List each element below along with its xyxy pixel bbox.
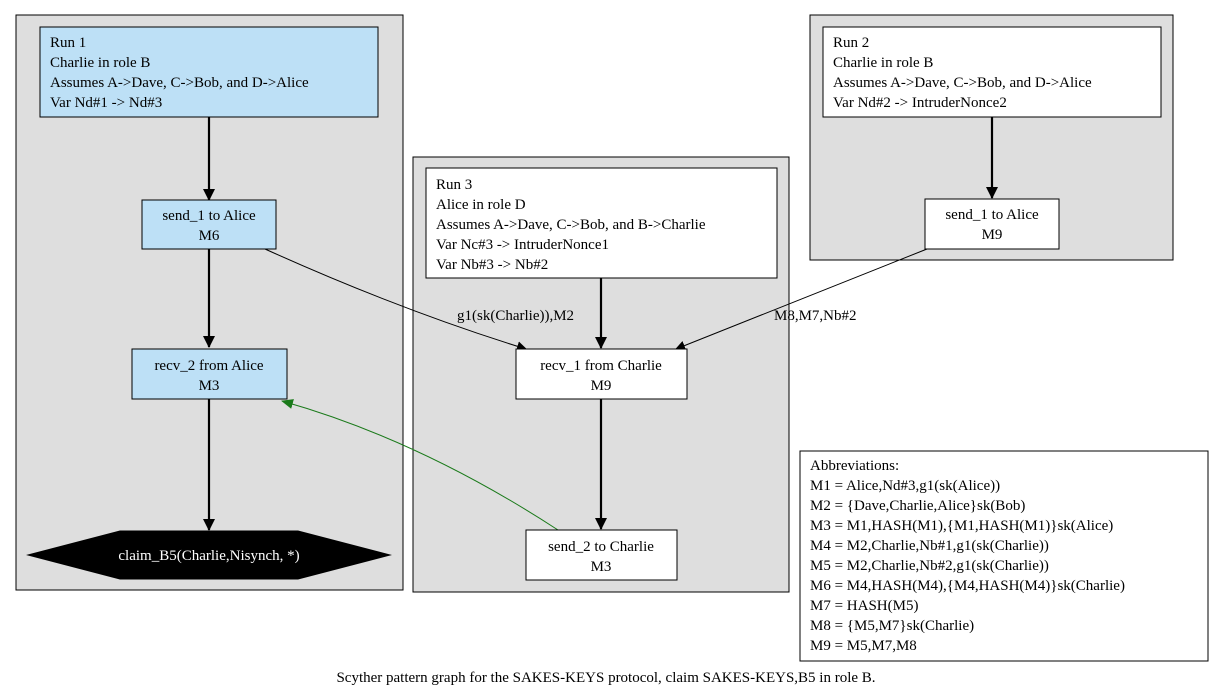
run1-send1-msg: M6 xyxy=(199,228,220,244)
run2-var: Var Nd#2 -> IntruderNonce2 xyxy=(833,95,1007,111)
run1-assumes: Assumes A->Dave, C->Bob, and D->Alice xyxy=(50,75,309,91)
run2-send1-label: send_1 to Alice xyxy=(945,207,1039,223)
run1-role: Charlie in role B xyxy=(50,55,150,71)
run3-var-nc: Var Nc#3 -> IntruderNonce1 xyxy=(436,237,609,253)
abbreviation-m8: M8 = {M5,M7}sk(Charlie) xyxy=(810,618,974,634)
run2-assumes: Assumes A->Dave, C->Bob, and D->Alice xyxy=(833,75,1092,91)
run3-recv1-label: recv_1 from Charlie xyxy=(540,358,662,374)
run3-header-node xyxy=(425,167,778,279)
run1-var: Var Nd#1 -> Nd#3 xyxy=(50,95,162,111)
run3-send2-label: send_2 to Charlie xyxy=(548,539,654,555)
abbreviation-m2: M2 = {Dave,Charlie,Alice}sk(Bob) xyxy=(810,498,1025,514)
run1-recv2-node xyxy=(131,348,288,400)
run1-claim-label: claim_B5(Charlie,Nisynch, *) xyxy=(118,548,299,564)
run3-title: Run 3 xyxy=(436,177,472,193)
run3-send2-node xyxy=(525,529,678,581)
edge-label-g1-m2: g1(sk(Charlie)),M2 xyxy=(457,308,574,324)
run1-recv2-label: recv_2 from Alice xyxy=(154,358,263,374)
abbreviation-m1: M1 = Alice,Nd#3,g1(sk(Alice)) xyxy=(810,478,1000,494)
run3-recv1-msg: M9 xyxy=(591,378,612,394)
run2-send1-node xyxy=(924,198,1060,250)
run2-header-node xyxy=(822,26,1162,118)
graph-caption: Scyther pattern graph for the SAKES-KEYS… xyxy=(336,670,875,686)
run1-title: Run 1 xyxy=(50,35,86,51)
edge-label-m8-m7-nb2: M8,M7,Nb#2 xyxy=(774,308,857,324)
abbreviations-box xyxy=(799,450,1209,662)
abbreviation-m5: M5 = M2,Charlie,Nb#2,g1(sk(Charlie)) xyxy=(810,558,1049,574)
run1-send1-to-run3-recv1-edge xyxy=(264,248,527,352)
abbreviation-m7: M7 = HASH(M5) xyxy=(810,598,918,614)
run2-role: Charlie in role B xyxy=(833,55,933,71)
abbreviation-m6: M6 = M4,HASH(M4),{M4,HASH(M4)}sk(Charlie… xyxy=(810,578,1125,594)
run1-recv2-msg: M3 xyxy=(199,378,220,394)
causal-send2-to-recv2-edge xyxy=(281,399,559,531)
run2-send1-msg: M9 xyxy=(982,227,1003,243)
abbreviation-m4: M4 = M2,Charlie,Nb#1,g1(sk(Charlie)) xyxy=(810,538,1049,554)
run2-send1-to-run3-recv1-edge xyxy=(675,248,928,351)
run1-claim-node xyxy=(26,530,392,580)
abbreviation-m9: M9 = M5,M7,M8 xyxy=(810,638,917,654)
run3-var-nb: Var Nb#3 -> Nb#2 xyxy=(436,257,548,273)
abbreviations-heading: Abbreviations: xyxy=(810,458,899,474)
abbreviation-m3: M3 = M1,HASH(M1),{M1,HASH(M1)}sk(Alice) xyxy=(810,518,1113,534)
run3-send2-msg: M3 xyxy=(591,559,612,575)
run3-role: Alice in role D xyxy=(436,197,526,213)
run2-title: Run 2 xyxy=(833,35,869,51)
run1-send1-node xyxy=(141,199,277,250)
run1-header-node xyxy=(39,26,379,118)
run1-send1-label: send_1 to Alice xyxy=(162,208,256,224)
run3-recv1-node xyxy=(515,348,688,400)
run3-assumes: Assumes A->Dave, C->Bob, and B->Charlie xyxy=(436,217,706,233)
